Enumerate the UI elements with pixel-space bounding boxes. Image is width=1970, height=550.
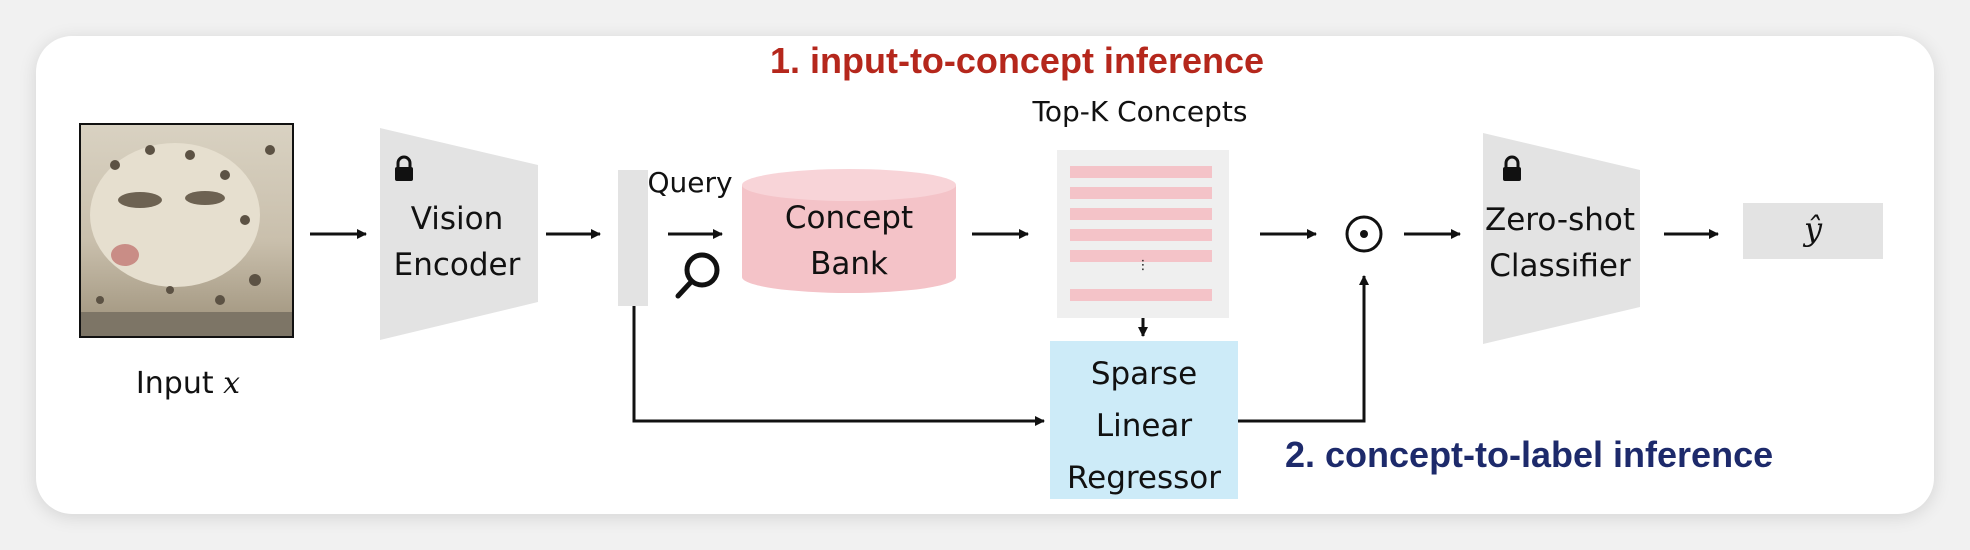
topk-ellipsis: ⋮	[1136, 258, 1150, 273]
sparse-regressor-label: Sparse Linear Regressor	[1050, 348, 1238, 504]
sparse-regressor-line1: Sparse	[1090, 356, 1198, 392]
input-caption-text: Input	[135, 366, 214, 401]
input-image	[79, 123, 294, 338]
stage2-heading: 2. concept-to-label inference	[1285, 434, 1774, 475]
concept-bank-cylinder	[742, 169, 956, 293]
magnifier-icon	[675, 252, 720, 299]
zero-shot-classifier-label: Zero-shot Classifier	[1470, 197, 1650, 289]
vision-encoder-line1: Vision	[410, 201, 504, 237]
stage1-heading: 1. input-to-concept inference	[769, 40, 1265, 81]
vision-encoder-label: Vision Encoder	[372, 196, 542, 288]
query-label: Query	[647, 166, 733, 199]
zero-shot-classifier-line1: Zero-shot	[1484, 202, 1636, 238]
input-variable: x	[223, 366, 241, 401]
output-box	[1743, 203, 1883, 259]
arrow-regressor-to-combine	[1238, 275, 1369, 423]
vision-encoder-block	[380, 128, 538, 340]
sparse-regressor-line3: Regressor	[1066, 460, 1222, 496]
topk-label: Top-K Concepts	[1032, 95, 1248, 128]
feature-vector-bar	[618, 170, 648, 306]
input-caption: Input x	[108, 366, 268, 401]
combine-operator	[1345, 215, 1383, 253]
lock-icon	[395, 155, 413, 181]
arrow-feature-to-regressor	[632, 306, 1045, 426]
concept-bank-line2: Bank	[810, 246, 888, 282]
vision-encoder-line2: Encoder	[393, 247, 521, 283]
concept-bank-line1: Concept	[784, 200, 914, 236]
sparse-regressor-block	[1050, 341, 1238, 499]
zero-shot-classifier-line2: Classifier	[1489, 248, 1631, 284]
zero-shot-classifier-block	[1483, 133, 1640, 344]
output-label: ŷ	[1803, 210, 1823, 248]
concept-bank-label: Concept Bank	[742, 195, 956, 287]
topk-concepts-box	[1057, 150, 1229, 318]
lock-icon	[1503, 155, 1521, 181]
sparse-regressor-line2: Linear	[1095, 408, 1193, 444]
